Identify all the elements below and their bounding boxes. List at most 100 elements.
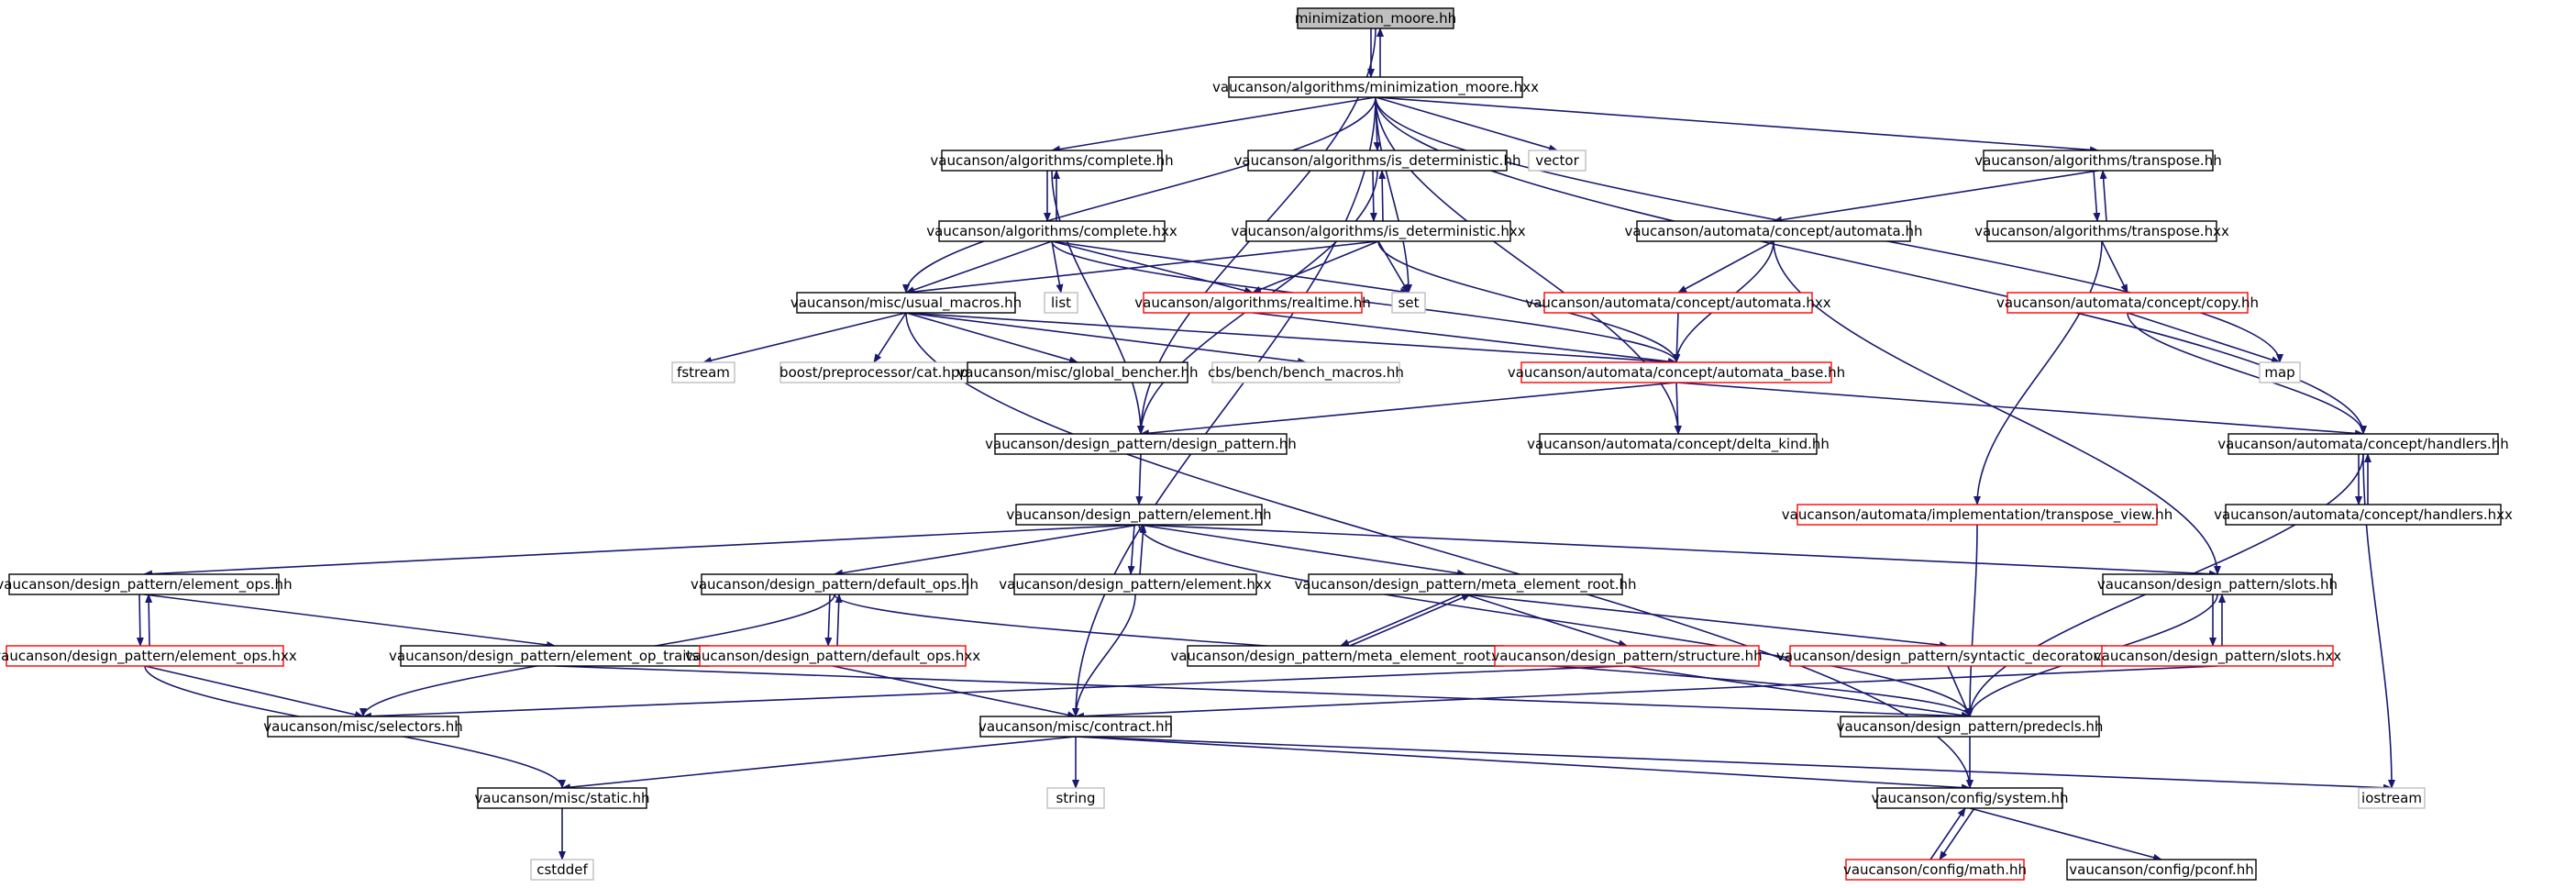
node-label: vaucanson/algorithms/complete.hh: [930, 152, 1173, 169]
node-label: vaucanson/automata/concept/handlers.hxx: [2214, 506, 2513, 523]
node-transpose_view[interactable]: vaucanson/automata/implementation/transp…: [1782, 504, 2172, 526]
node-box: [2228, 433, 2499, 455]
edge-complete_hh-to-design_pattern_hh: [1051, 170, 1144, 435]
node-fstream[interactable]: fstream: [671, 361, 735, 383]
edge-automata_base-to-handlers_hh: [1675, 382, 2364, 438]
node-system_hh[interactable]: vaucanson/config/system.hh: [1871, 787, 2069, 809]
node-pconf_hh[interactable]: vaucanson/config/pconf.hh: [2066, 859, 2257, 881]
node-box: [671, 361, 735, 383]
node-box: [1013, 573, 1257, 595]
edge-meta_root_hxx-to-meta_root_hh: [1349, 594, 1471, 647]
node-element_hh[interactable]: vaucanson/design_pattern/element.hh: [1006, 504, 1272, 526]
edge-element_ops_hh-to-element_ops_hxx: [136, 594, 144, 647]
node-transpose_hxx[interactable]: vaucanson/algorithms/transpose.hxx: [1974, 220, 2229, 242]
node-syntactic_dec[interactable]: vaucanson/design_pattern/syntactic_decor…: [1776, 645, 2119, 667]
node-box: [1986, 220, 2217, 242]
node-complete_hxx[interactable]: vaucanson/algorithms/complete.hxx: [926, 220, 1177, 242]
node-label: vaucanson/algorithms/minimization_moore.…: [1212, 79, 1539, 96]
node-label: vaucanson/design_pattern/syntactic_decor…: [1776, 648, 2119, 665]
node-label: string: [1056, 790, 1095, 806]
node-iostream[interactable]: iostream: [2358, 787, 2426, 809]
node-automata_hh[interactable]: vaucanson/automata/concept/automata.hh: [1624, 220, 1923, 242]
node-slots_hh[interactable]: vaucanson/design_pattern/slots.hh: [2097, 573, 2338, 595]
edge-slots_hxx-to-contract_hh: [1075, 665, 2218, 720]
node-label: vaucanson/misc/usual_macros.hh: [790, 294, 1022, 312]
node-label: vector: [1535, 152, 1579, 169]
node-box: [1143, 292, 1363, 314]
edge-structure_hh-to-predecls_hh: [1626, 665, 1971, 719]
node-delta_kind[interactable]: vaucanson/automata/concept/delta_kind.hh: [1527, 433, 1830, 455]
edge-complete_hxx-to-set: [1051, 240, 1410, 295]
edge-element_ops_hxx-to-selectors_hh: [144, 665, 364, 718]
node-copy_hh[interactable]: vaucanson/automata/concept/copy.hh: [1996, 292, 2259, 314]
node-global_bencher[interactable]: vaucanson/misc/global_bencher.hh: [956, 361, 1199, 383]
node-box: [1211, 361, 1400, 383]
node-usual_macros[interactable]: vaucanson/misc/usual_macros.hh: [790, 292, 1022, 314]
edge-is_det_hxx-to-set: [1377, 240, 1410, 294]
node-box: [6, 645, 284, 667]
edge-transpose_hxx-to-transpose_hh: [2099, 170, 2107, 222]
edge-handlers_hh-to-iostream: [2362, 453, 2395, 789]
edge-automata_hxx-to-automata_base: [1673, 312, 1681, 363]
node-is_det_hh[interactable]: vaucanson/algorithms/is_deterministic.hh: [1234, 150, 1521, 172]
node-contract_hh[interactable]: vaucanson/misc/contract.hh: [978, 716, 1173, 738]
node-realtime_hh[interactable]: vaucanson/algorithms/realtime.hh: [1134, 292, 1371, 314]
node-label: vaucanson/design_pattern/default_ops.hh: [691, 576, 978, 594]
node-complete_hh[interactable]: vaucanson/algorithms/complete.hh: [930, 150, 1174, 172]
node-label: cbs/bench/bench_macros.hh: [1208, 364, 1404, 382]
node-boost_cat[interactable]: boost/preprocessor/cat.hpp: [779, 361, 968, 383]
node-element_ops_hxx[interactable]: vaucanson/design_pattern/element_ops.hxx: [0, 645, 297, 667]
node-box: [1245, 220, 1511, 242]
node-element_ops_hh[interactable]: vaucanson/design_pattern/element_ops.hh: [0, 573, 293, 595]
node-vector[interactable]: vector: [1528, 150, 1587, 172]
node-label: vaucanson/design_pattern/element_op_trai…: [389, 648, 721, 665]
node-label: list: [1051, 294, 1071, 311]
node-is_det_hxx[interactable]: vaucanson/algorithms/is_deterministic.hx…: [1231, 220, 1526, 242]
node-slots_hxx[interactable]: vaucanson/design_pattern/slots.hxx: [2094, 645, 2342, 667]
node-math_hh[interactable]: vaucanson/config/math.hh: [1843, 859, 2027, 881]
node-element_op_traits[interactable]: vaucanson/design_pattern/element_op_trai…: [389, 645, 721, 667]
node-structure_hh[interactable]: vaucanson/design_pattern/structure.hh: [1491, 645, 1763, 667]
node-element_hxx[interactable]: vaucanson/design_pattern/element.hxx: [999, 573, 1272, 595]
node-string[interactable]: string: [1046, 787, 1105, 809]
edge-element_hh-to-default_ops_hh: [834, 524, 1140, 577]
node-meta_root_hxx[interactable]: vaucanson/design_pattern/meta_element_ro…: [1170, 645, 1520, 667]
node-meta_root_hh[interactable]: vaucanson/design_pattern/meta_element_ro…: [1294, 573, 1637, 595]
node-box: [2259, 361, 2301, 383]
node-design_pattern_hh[interactable]: vaucanson/design_pattern/design_pattern.…: [985, 433, 1297, 455]
edge-is_det_hxx-to-usual_macros: [905, 240, 1379, 296]
node-selectors_hh[interactable]: vaucanson/misc/selectors.hh: [263, 716, 463, 738]
edge-system_hh-to-pconf_hh: [1969, 807, 2162, 861]
node-set[interactable]: set: [1391, 292, 1426, 314]
edge-element_hh-to-slots_hh: [1138, 524, 2218, 578]
node-box: [1308, 573, 1623, 595]
edge-copy_hh-to-handlers_hh: [2127, 312, 2367, 435]
node-map[interactable]: map: [2259, 361, 2301, 383]
node-automata_hxx[interactable]: vaucanson/automata/concept/automata.hxx: [1525, 292, 1831, 314]
edge-is_det_hxx-to-is_det_hh: [1378, 170, 1387, 222]
edge-minimization_moore_hxx-to-vector: [1375, 96, 1558, 152]
node-automata_base[interactable]: vaucanson/automata/concept/automata_base…: [1508, 361, 1845, 383]
edge-structure_hh-to-selectors_hh: [362, 665, 1628, 720]
node-bench_macros[interactable]: cbs/bench/bench_macros.hh: [1208, 361, 1404, 383]
edge-minimization_moore_hxx-to-contract_hh: [1072, 96, 1376, 717]
node-cstddef[interactable]: cstddef: [530, 859, 594, 881]
node-minimization_moore_hh[interactable]: minimization_moore.hh: [1295, 7, 1456, 29]
node-box: [2102, 573, 2333, 595]
node-static_hh[interactable]: vaucanson/misc/static.hh: [475, 787, 650, 809]
edge-meta_root_hh-to-meta_root_hxx: [1340, 594, 1462, 647]
node-minimization_moore_hxx[interactable]: vaucanson/algorithms/minimization_moore.…: [1212, 76, 1539, 98]
node-label: vaucanson/automata/implementation/transp…: [1782, 506, 2172, 524]
node-handlers_hh[interactable]: vaucanson/automata/concept/handlers.hh: [2217, 433, 2509, 455]
node-label: vaucanson/automata/concept/automata.hxx: [1525, 294, 1830, 311]
node-label: vaucanson/automata/concept/copy.hh: [1996, 294, 2259, 311]
node-handlers_hxx[interactable]: vaucanson/automata/concept/handlers.hxx: [2214, 504, 2513, 526]
node-predecls_hh[interactable]: vaucanson/design_pattern/predecls.hh: [1837, 716, 2104, 738]
node-default_ops_hxx[interactable]: vaucanson/design_pattern/default_ops.hxx: [685, 645, 980, 667]
node-box: [796, 292, 1016, 314]
node-default_ops_hh[interactable]: vaucanson/design_pattern/default_ops.hh: [691, 573, 978, 595]
node-box: [1983, 150, 2214, 172]
node-transpose_hh[interactable]: vaucanson/algorithms/transpose.hh: [1974, 150, 2222, 172]
node-list[interactable]: list: [1044, 292, 1078, 314]
node-label: vaucanson/algorithms/is_deterministic.hh: [1234, 152, 1521, 170]
